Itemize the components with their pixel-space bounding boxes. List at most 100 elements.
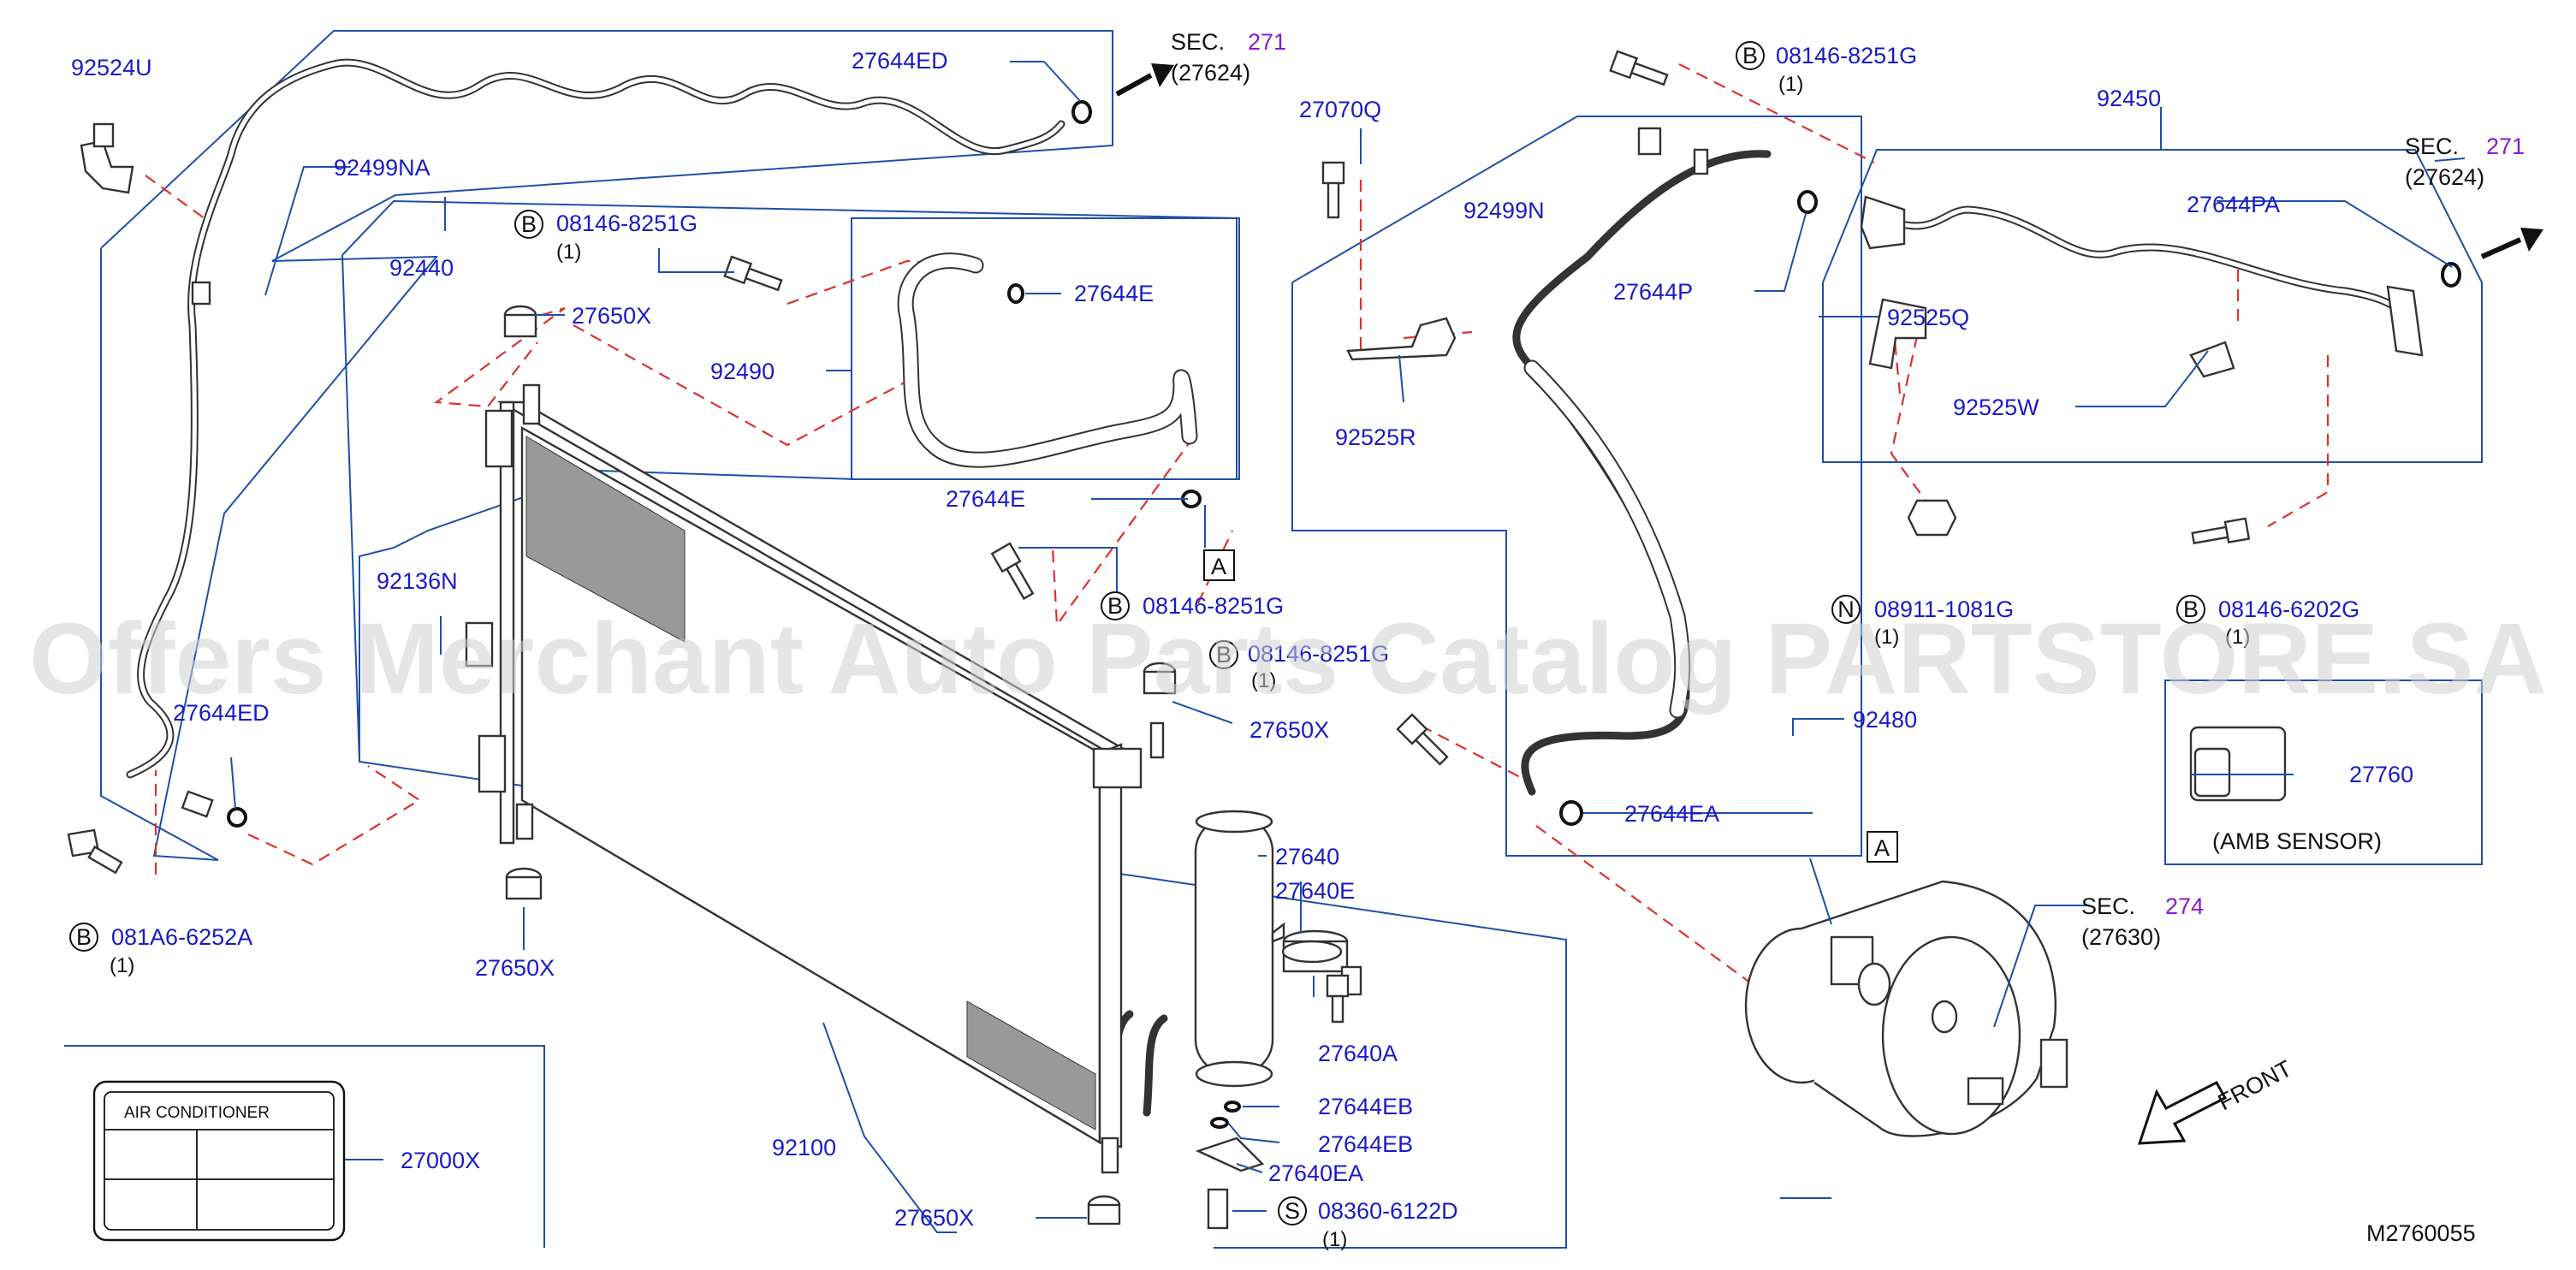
callout-92525R: 92525R bbox=[1335, 424, 1416, 450]
svg-text:N: N bbox=[1837, 596, 1855, 622]
callout-sec271-right: SEC. bbox=[2405, 134, 2459, 159]
o-ring-27644P bbox=[1797, 190, 1818, 214]
callout-92525W: 92525W bbox=[1953, 395, 2039, 420]
callout-27644E-bottom: 27644E bbox=[946, 486, 1025, 512]
svg-text:B: B bbox=[2183, 596, 2199, 622]
svg-text:S: S bbox=[1285, 1198, 1300, 1224]
callout-27644EA: 27644EA bbox=[1624, 801, 1719, 827]
callout-labels: 92524U 27644ED SEC. 271 (27624) 92499N A … bbox=[71, 29, 2525, 1251]
ac-pipes bbox=[126, 58, 2413, 1117]
callout-27650X-mid: 27650X bbox=[1249, 717, 1329, 743]
callout-bolt-08146-8251G-top-qty: (1) bbox=[1778, 73, 1803, 96]
o-ring-27644EA bbox=[1559, 800, 1583, 826]
bolt-marker-081A6-6252A: B bbox=[69, 923, 98, 952]
callout-sec271-top-ref: (27624) bbox=[1171, 60, 1250, 86]
callout-sec271-top-number: 271 bbox=[1248, 29, 1286, 55]
reference-markers: A A bbox=[1203, 549, 1898, 863]
svg-text:B: B bbox=[1107, 593, 1123, 619]
callout-27644ED-left: 27644ED bbox=[173, 700, 270, 726]
callout-screw-08360-6122D: 08360-6122D bbox=[1318, 1198, 1458, 1224]
callout-27640A: 27640A bbox=[1318, 1041, 1398, 1066]
leader-lines bbox=[230, 61, 2466, 1233]
callout-27640: 27640 bbox=[1275, 844, 1339, 869]
callout-bolt-081A6-6252A: 081A6-6252A bbox=[111, 924, 252, 950]
callout-27070Q: 27070Q bbox=[1299, 97, 1381, 122]
label-card-title: AIR CONDITIONER bbox=[124, 1104, 270, 1122]
small-hardware bbox=[67, 50, 2424, 1225]
bolt-marker-08146-8251G-a: B bbox=[514, 210, 543, 239]
callout-bolt-08146-8251G-c: 08146-8251G bbox=[1248, 641, 1389, 667]
callout-bolt-08146-6202G-qty: (1) bbox=[2225, 626, 2250, 649]
callout-sec271-top: SEC. bbox=[1171, 29, 1225, 55]
callout-27650X-bottom: 27650X bbox=[894, 1205, 974, 1231]
ref-a-condenser: A bbox=[1211, 554, 1226, 579]
callout-92480: 92480 bbox=[1853, 707, 1917, 733]
callout-nut-08911-1081G: 08911-1081G bbox=[1874, 596, 2014, 622]
svg-text:B: B bbox=[521, 211, 537, 237]
callout-92136N: 92136N bbox=[377, 568, 458, 594]
callout-27000X: 27000X bbox=[401, 1148, 480, 1173]
amb-sensor-caption: (AMB SENSOR) bbox=[2212, 828, 2382, 854]
arrow-to-sec271-top-icon bbox=[1151, 63, 1174, 87]
front-label: FRONT bbox=[2214, 1055, 2296, 1115]
callout-92525Q: 92525Q bbox=[1887, 305, 1969, 330]
callout-27644P: 27644P bbox=[1613, 279, 1693, 305]
callout-27644EB-2: 27644EB bbox=[1318, 1131, 1413, 1157]
group-outlines bbox=[64, 30, 2483, 1249]
fastener-markers: B B B B B N B S bbox=[69, 41, 2205, 1225]
callout-bolt-081A6-6252A-qty: (1) bbox=[110, 954, 134, 977]
callout-27640EA: 27640EA bbox=[1268, 1160, 1363, 1186]
bolt-marker-08146-8251G-c: B bbox=[1209, 640, 1238, 669]
callout-27640E: 27640E bbox=[1275, 878, 1355, 904]
callout-bolt-08146-8251G-a: 08146-8251G bbox=[556, 211, 697, 236]
callout-bolt-08146-6202G: 08146-6202G bbox=[2218, 596, 2359, 622]
callout-92490: 92490 bbox=[710, 359, 775, 384]
watermark-text: Offers Merchant Auto Parts Catalog PARTS… bbox=[29, 602, 2547, 715]
o-ring-27644ED-left bbox=[227, 807, 247, 828]
callout-sec271-right-number: 271 bbox=[2486, 134, 2525, 159]
compressor-27630 bbox=[1744, 880, 2069, 1137]
drawing-code: M2760055 bbox=[2366, 1220, 2476, 1246]
condenser-92100 bbox=[478, 383, 1165, 1174]
screw-marker-08360-6122D: S bbox=[1278, 1196, 1307, 1225]
callout-sec274-number: 274 bbox=[2165, 893, 2204, 919]
bolt-marker-08146-6202G: B bbox=[2176, 595, 2205, 624]
callout-27644EB-1: 27644EB bbox=[1318, 1094, 1413, 1119]
callout-bolt-08146-8251G-a-qty: (1) bbox=[556, 240, 581, 264]
svg-text:B: B bbox=[1742, 43, 1758, 68]
callout-bolt-08146-8251G-top: 08146-8251G bbox=[1776, 43, 1917, 68]
receiver-drier-27640 bbox=[1194, 810, 1362, 1230]
nut-marker-08911-1081G: N bbox=[1831, 595, 1861, 624]
callout-92440: 92440 bbox=[389, 255, 454, 281]
callout-bolt-08146-8251G-c-qty: (1) bbox=[1251, 669, 1276, 692]
callout-92499N: 92499N bbox=[1463, 198, 1545, 223]
callout-sec271-right-ref: (27624) bbox=[2405, 164, 2484, 190]
callout-27644E-top: 27644E bbox=[1074, 281, 1154, 306]
callout-92100: 92100 bbox=[772, 1135, 836, 1160]
ref-a-compressor: A bbox=[1874, 835, 1890, 861]
callout-sec274-ref: (27630) bbox=[2081, 924, 2161, 950]
callout-27650X-left: 27650X bbox=[475, 955, 555, 981]
callout-sec274: SEC. bbox=[2081, 893, 2135, 919]
callout-92499NA: 92499NA bbox=[334, 155, 430, 181]
o-ring-27644ED-top bbox=[1071, 100, 1092, 124]
callout-27644ED-top: 27644ED bbox=[852, 48, 948, 74]
svg-text:B: B bbox=[1216, 642, 1232, 668]
o-ring-27644E-top bbox=[1007, 283, 1024, 304]
arrow-to-sec271-right-icon bbox=[2520, 228, 2543, 252]
bolt-marker-08146-8251G-b: B bbox=[1101, 591, 1130, 620]
svg-text:B: B bbox=[76, 924, 92, 950]
o-ring-27644PA bbox=[2441, 262, 2461, 288]
air-conditioner-label-card: AIR CONDITIONER bbox=[92, 1080, 346, 1242]
callout-92450: 92450 bbox=[2097, 86, 2161, 111]
callout-27760: 27760 bbox=[2349, 762, 2413, 787]
callout-bolt-08146-8251G-b: 08146-8251G bbox=[1143, 593, 1284, 619]
callout-nut-08911-1081G-qty: (1) bbox=[1874, 626, 1899, 649]
bolt-marker-08146-8251G-top: B bbox=[1736, 41, 1765, 70]
callout-27644PA: 27644PA bbox=[2187, 192, 2280, 217]
callout-92524U: 92524U bbox=[71, 55, 152, 80]
front-arrow-icon bbox=[2137, 1081, 2228, 1145]
callout-screw-08360-6122D-qty: (1) bbox=[1322, 1228, 1347, 1251]
callout-27650X-top: 27650X bbox=[572, 303, 651, 329]
